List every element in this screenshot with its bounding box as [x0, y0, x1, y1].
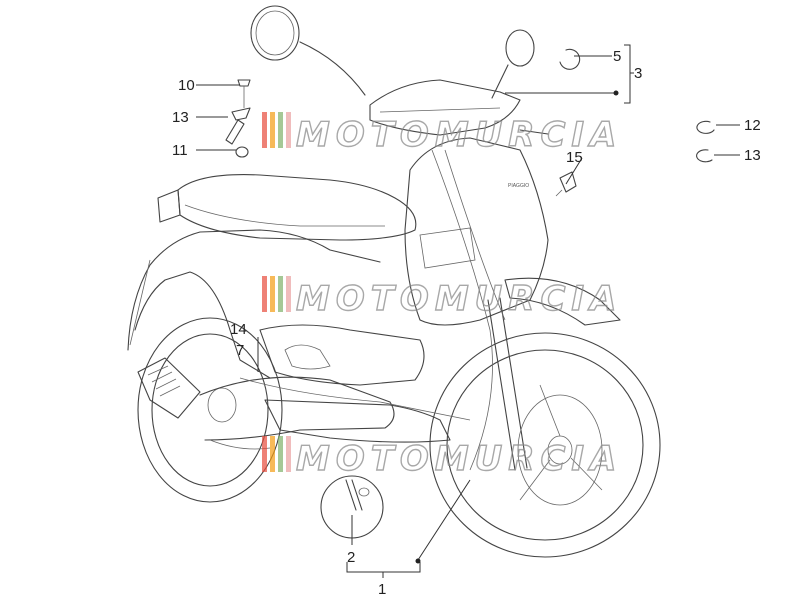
watermark-text: MOTOMURCIA [296, 439, 622, 479]
watermark-middle: MOTOMURCIA [262, 276, 622, 320]
part-5-clip [559, 48, 581, 70]
leader-lines [196, 44, 740, 578]
callout-2: 2 [347, 549, 355, 566]
callout-10: 11 [172, 142, 188, 159]
part-13-bracket [225, 107, 251, 145]
scooter-drawing [127, 41, 661, 558]
leader-dot-1 [415, 558, 421, 564]
part-15-clamp [555, 171, 577, 197]
callout-7: 7 [236, 342, 244, 359]
callout-5: 5 [613, 48, 621, 65]
callout-3: 3 [634, 65, 642, 82]
watermark-top: MOTOMURCIA [262, 112, 622, 156]
part-2-pin [345, 479, 370, 511]
leader-dot-3 [613, 90, 619, 96]
mirror-right [505, 29, 535, 67]
callout-13: 13 [172, 109, 189, 126]
callout-11: 12 [744, 117, 761, 134]
part-11-clip [696, 120, 715, 134]
mirror-left [250, 5, 300, 61]
callout-15: 15 [566, 149, 583, 166]
callout-9: 10 [178, 77, 195, 94]
part-9-screw [237, 79, 251, 108]
brand-badge: PIAGGIO [508, 183, 529, 189]
callout-14: 14 [230, 321, 247, 338]
part-12-clip [696, 149, 713, 163]
callout-12: 13 [744, 147, 761, 164]
watermark-text: MOTOMURCIA [296, 115, 622, 155]
callout-1: 1 [378, 581, 386, 598]
watermark-bottom: MOTOMURCIA [262, 436, 622, 480]
part-10-nut [235, 146, 249, 158]
watermark-text: MOTOMURCIA [296, 279, 622, 319]
